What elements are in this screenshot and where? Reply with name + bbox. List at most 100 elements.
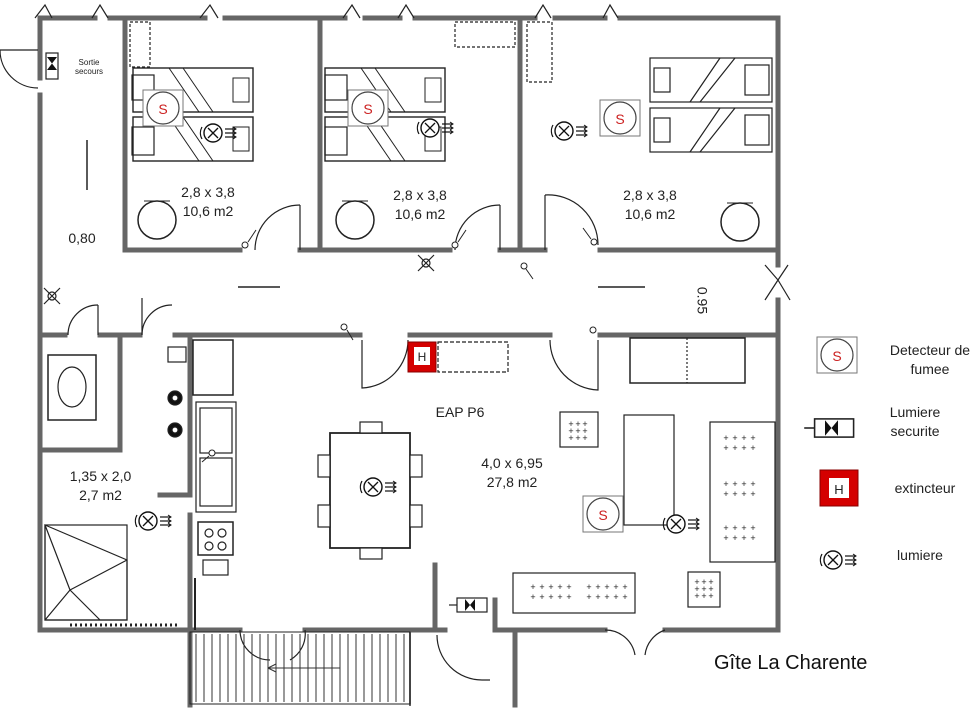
svg-text:+: + [575,433,580,443]
svg-text:+: + [557,592,562,602]
svg-text:+: + [741,489,746,499]
svg-text:+: + [568,433,573,443]
svg-text:+: + [750,489,755,499]
svg-text:+: + [568,426,573,436]
svg-text:+: + [741,433,746,443]
svg-text:+: + [694,577,699,587]
svg-text:S: S [832,348,841,364]
svg-text:+: + [604,582,609,592]
svg-text:+: + [622,582,627,592]
stair-arrow [267,663,340,673]
furniture [44,21,776,705]
bedroom1-dims: 2,8 x 3,8 [181,184,235,200]
svg-text:+: + [723,489,728,499]
passage-width: 0.95 [694,286,711,315]
svg-text:+: + [732,443,737,453]
svg-text:+: + [723,443,728,453]
svg-text:+: + [582,433,587,443]
legend-extinguisher: extincteur [894,480,956,496]
main-room-name: EAP P6 [435,404,485,420]
svg-text:+: + [750,479,755,489]
safety-light-icon [448,597,488,613]
bedroom2-dims: 2,8 x 3,8 [393,187,447,203]
svg-text:+: + [557,582,562,592]
plan-title: Gîte La Charente [714,652,868,674]
svg-text:H: H [418,350,427,364]
smoke-detector-icon: S [599,99,641,137]
walls [37,15,781,708]
svg-text:+: + [548,582,553,592]
svg-text:+: + [741,523,746,533]
svg-text:+: + [604,592,609,602]
light-icon [662,514,700,534]
bedroom3-dims: 2,8 x 3,8 [623,187,677,203]
bedroom1-area: 10,6 m2 [182,203,234,219]
svg-text:S: S [363,101,372,117]
svg-text:+: + [613,582,618,592]
main-room-label: 4,0 x 6,95 27,8 m2 [472,454,552,492]
exit-sign: Sortie secours [74,58,103,76]
main-room-area: 27,8 m2 [486,474,538,490]
smoke-detector-icon: S [347,89,389,127]
svg-text:+: + [586,592,591,602]
svg-text:+: + [575,426,580,436]
svg-text:+: + [575,419,580,429]
svg-text:H: H [834,482,843,497]
svg-text:+: + [539,582,544,592]
light-icon [819,550,857,570]
svg-text:+: + [566,582,571,592]
safety-light-icon [803,418,855,438]
main-room-dims: 4,0 x 6,95 [481,455,543,471]
svg-text:+: + [723,433,728,443]
bedroom1-label: 2,8 x 3,8 10,6 m2 [168,183,248,221]
ceiling-light-icons [43,254,435,305]
bedroom2-label: 2,8 x 3,8 10,6 m2 [380,186,460,224]
svg-text:+: + [732,489,737,499]
svg-text:+: + [750,523,755,533]
svg-text:+: + [530,582,535,592]
cushion-pattern: ++++++++++++++++++++++++++++++++++++++++… [530,419,755,602]
svg-text:+: + [566,592,571,602]
svg-text:+: + [741,479,746,489]
svg-text:+: + [732,479,737,489]
corridor-width: 0,80 [68,230,96,246]
svg-text:+: + [539,592,544,602]
svg-text:+: + [741,443,746,453]
light-icon [416,118,454,138]
svg-text:S: S [615,111,624,127]
svg-text:+: + [708,584,713,594]
svg-text:+: + [701,577,706,587]
svg-text:+: + [723,523,728,533]
legend-safety-light: Lumiere securite [889,404,941,439]
svg-text:+: + [595,592,600,602]
svg-text:+: + [586,582,591,592]
svg-text:+: + [613,592,618,602]
svg-text:+: + [595,582,600,592]
bathroom-dims: 1,35 x 2,0 [69,468,132,484]
svg-text:+: + [750,433,755,443]
bedroom2-area: 10,6 m2 [394,206,446,222]
svg-text:+: + [694,591,699,601]
bedroom3-area: 10,6 m2 [624,206,676,222]
svg-text:+: + [732,533,737,543]
svg-text:S: S [598,507,607,523]
extinguisher-icon: H [819,469,859,507]
svg-text:+: + [530,592,535,602]
bathroom-area: 2,7 m2 [79,487,122,503]
light-icon [134,511,172,531]
svg-text:+: + [732,433,737,443]
svg-text:+: + [708,591,713,601]
light-icon [550,121,588,141]
extinguisher-icon: H [407,341,437,373]
smoke-detector-icon: S [816,336,858,374]
svg-text:+: + [701,584,706,594]
smoke-detector-icon: S [142,89,184,127]
svg-text:+: + [750,533,755,543]
legend-smoke-detector: Detecteur de fumee [889,342,971,377]
smoke-detector-icon: S [582,495,624,533]
legend-light: lumiere [897,547,943,563]
svg-text:+: + [548,592,553,602]
svg-text:+: + [723,533,728,543]
svg-text:+: + [750,443,755,453]
